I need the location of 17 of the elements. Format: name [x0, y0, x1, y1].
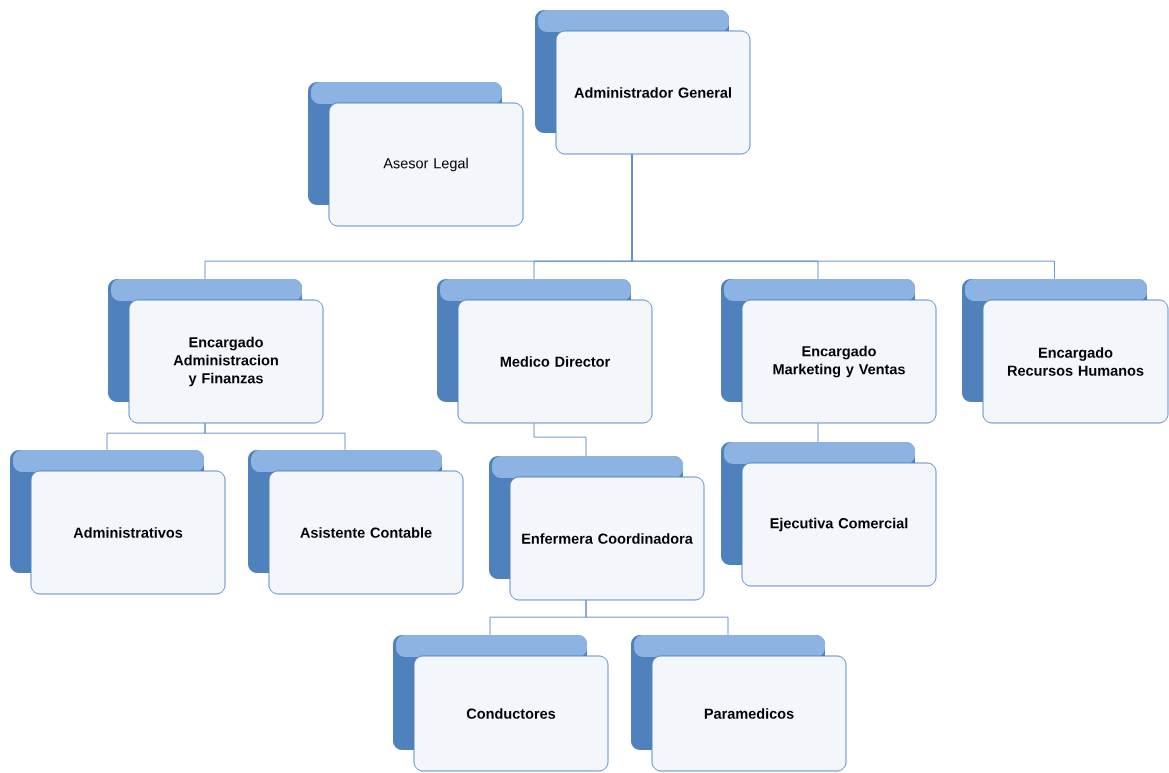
- connector-line: [817, 422, 819, 443]
- org-chart-box: Encargado Recursos Humanos: [962, 279, 1169, 424]
- org-chart-box: Medico Director: [437, 279, 653, 424]
- connector-line: [631, 153, 1055, 280]
- org-chart-box: Asesor Legal: [308, 82, 524, 227]
- connector-line: [204, 422, 346, 451]
- org-chart-box: Conductores: [393, 635, 609, 772]
- org-chart-box: Asistente Contable: [248, 450, 464, 595]
- connector-line: [533, 422, 587, 457]
- org-chart-box: Encargado Marketing y Ventas: [721, 279, 937, 424]
- org-chart-box: Paramedicos: [631, 635, 847, 772]
- org-chart-box: Administrativos: [10, 450, 226, 595]
- org-chart-box: Encargado Administracion y Finanzas: [108, 279, 324, 424]
- connector-line: [585, 599, 729, 636]
- org-chart-box: Ejecutiva Comercial: [721, 442, 937, 587]
- org-chart-box: Enfermera Coordinadora: [489, 456, 705, 601]
- org-chart-box: Administrador General: [535, 10, 751, 155]
